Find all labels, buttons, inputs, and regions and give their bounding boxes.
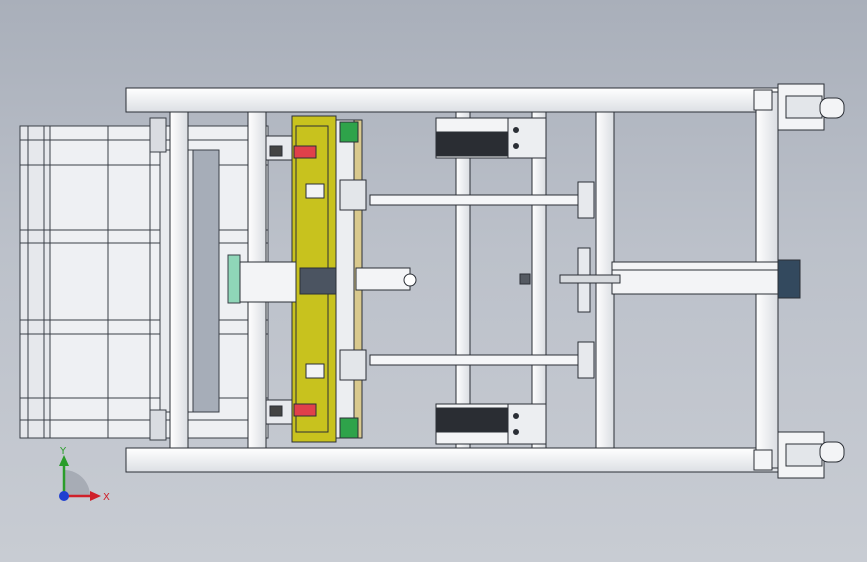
red-block-top: [293, 145, 317, 159]
caster-top-right: [777, 83, 845, 131]
rail-carriages: [265, 135, 293, 425]
x-axis-label: X: [103, 492, 110, 503]
red-block-bottom: [293, 403, 317, 417]
air-cylinder: [519, 259, 801, 299]
guide-rods: [369, 181, 595, 379]
green-pad-bottom: [339, 417, 359, 439]
teal-block: [227, 254, 241, 304]
z-axis-dot: [59, 491, 69, 501]
left-cage-assembly: [19, 117, 269, 441]
top-rail: [125, 87, 779, 113]
slide-block-bottom: [435, 403, 547, 445]
slide-block-top: [435, 117, 547, 159]
green-pad-top: [339, 121, 359, 143]
y-axis-label: Y: [59, 446, 67, 457]
bottom-rail: [125, 447, 779, 473]
cylinder-cap: [777, 259, 801, 299]
caster-bottom-right: [777, 431, 845, 479]
coordinate-triad: Y X: [59, 446, 110, 503]
clamp-plate: [291, 115, 363, 443]
center-fixture: [239, 179, 417, 381]
